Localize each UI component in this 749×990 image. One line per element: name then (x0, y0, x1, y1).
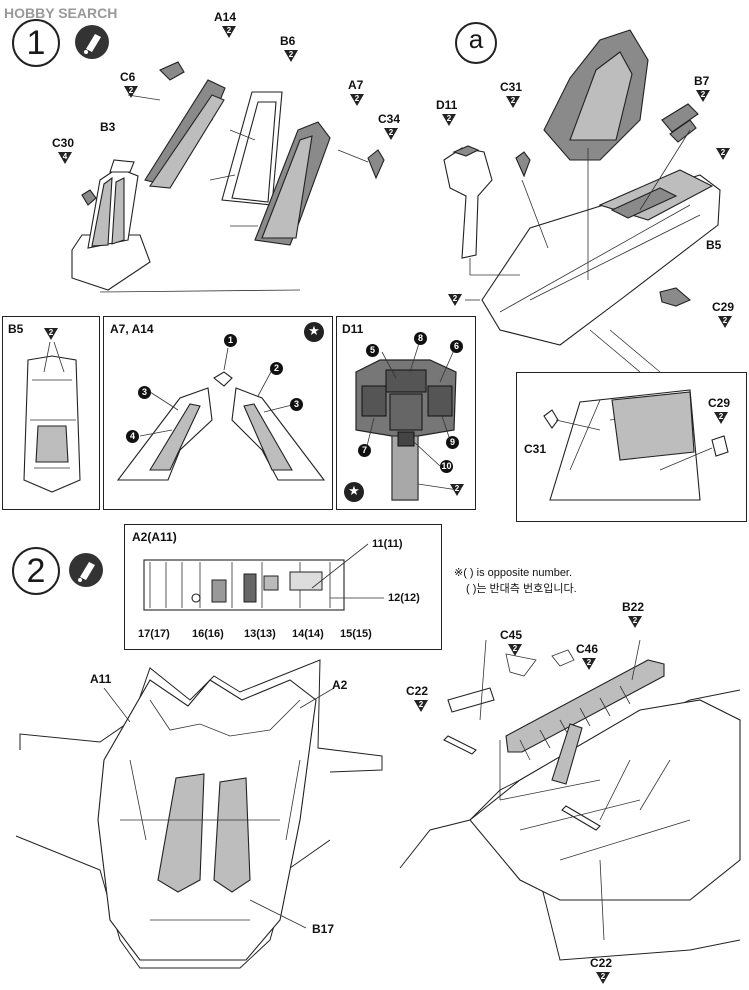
label-c34: C34 (378, 112, 401, 126)
opposite-number-note-ko: ( )는 반대측 번호입니다. (466, 583, 577, 595)
d11-panel-art (355, 339, 459, 501)
decal-panel-a7 (103, 316, 333, 510)
label-b17: B17 (312, 922, 335, 936)
sprue-tag-d11: 2 (442, 114, 456, 126)
decal-panel-b5 (2, 316, 100, 510)
label-c45: C45 (500, 628, 523, 642)
decal-number: 6 (450, 340, 463, 353)
decal-panel-b5-sprue-tag: 2 (44, 328, 58, 340)
sprue-tag-c34: 2 (384, 128, 398, 140)
decal-number: 7 (358, 444, 371, 457)
decal-number: 8 (414, 332, 427, 345)
label-c31: C31 (500, 80, 523, 94)
decal-callout: 16(16) (192, 628, 224, 640)
sprue-tag-c6: 2 (124, 86, 138, 98)
fuselage-right-view (399, 639, 741, 961)
sub-assembly-marker: a (455, 22, 497, 64)
sprue-tag-a14: 2 (222, 26, 236, 38)
decal-callout: 12(12) (388, 592, 420, 604)
decal-number: 3 (290, 398, 303, 411)
decal-number: 3 (138, 386, 151, 399)
decal-number: 5 (366, 344, 379, 357)
b5-panel-art (23, 341, 81, 493)
decal-panel-a2-title: A2(A11) (132, 530, 177, 544)
decal-panel-d11 (336, 316, 476, 510)
sprue-tag-c46: 2 (582, 658, 596, 670)
cement-bottle-icon (75, 25, 109, 59)
label-d11: D11 (436, 98, 458, 112)
decal-number: 10 (440, 460, 453, 473)
callout-sprue-tag-c29: 2 (714, 412, 728, 424)
label-a11: A11 (90, 672, 112, 686)
sprue-tag-c30: 4 (58, 152, 72, 164)
decal-number: 4 (126, 430, 139, 443)
callout-label-c31: C31 (524, 442, 547, 456)
decal-number: 9 (446, 436, 459, 449)
sprue-tag-tub: 2 (716, 148, 730, 160)
sprue-tag-c29: 2 (718, 316, 732, 328)
decal-callout: 14(14) (292, 628, 324, 640)
decal-callout: 17(17) (138, 628, 170, 640)
star-badge-icon: ★ (304, 322, 324, 342)
cement-bottle-icon (69, 553, 103, 587)
sprue-tag-c45: 2 (508, 644, 522, 656)
fuselage-left-view (15, 659, 383, 969)
star-badge-icon: ★ (344, 482, 364, 502)
a7-panel-art (116, 347, 326, 481)
label-b7: B7 (694, 74, 710, 88)
watermark-text: HOBBY SEARCH (4, 5, 118, 21)
decal-number: 1 (224, 334, 237, 347)
label-c22-bottom: C22 (590, 956, 613, 970)
decal-panel-d11-sprue-tag: 2 (450, 484, 464, 496)
label-b3: B3 (100, 120, 116, 134)
decal-panel-a2 (124, 524, 442, 650)
seat-assembly-left (71, 61, 385, 293)
decal-callout: 11(11) (372, 538, 403, 550)
step-2-number: 2 (12, 547, 60, 595)
a2-interior-art (143, 543, 384, 611)
decal-panel-b5-title: B5 (8, 322, 24, 336)
label-a2: A2 (332, 678, 348, 692)
decal-panel-a7-title: A7, A14 (110, 322, 154, 336)
sprue-tag-tub-bottom: 2 (448, 294, 462, 306)
label-c22-top: C22 (406, 684, 429, 698)
decal-callout: 13(13) (244, 628, 276, 640)
label-c46: C46 (576, 642, 599, 656)
step-1-number: 1 (12, 19, 60, 67)
label-c30: C30 (52, 136, 75, 150)
label-b22: B22 (622, 600, 645, 614)
cockpit-tub-right (443, 29, 721, 373)
callout-label-c29: C29 (708, 396, 731, 410)
label-a14: A14 (214, 10, 237, 24)
sprue-tag-b6: 2 (284, 50, 298, 62)
callout-panel (516, 372, 747, 522)
opposite-number-note: ※( ) is opposite number. (454, 567, 573, 579)
label-c29: C29 (712, 300, 735, 314)
label-b6: B6 (280, 34, 296, 48)
sprue-tag-b22: 2 (628, 616, 642, 628)
decal-panel-d11-title: D11 (342, 322, 364, 336)
sprue-tag-c22-bottom: 2 (596, 972, 610, 984)
label-a7: A7 (348, 78, 364, 92)
sprue-tag-b7: 2 (696, 90, 710, 102)
watermark-logo: HOBBY SEARCH (4, 5, 117, 21)
sprue-tag-a7: 2 (350, 94, 364, 106)
label-c6: C6 (120, 70, 136, 84)
decal-number: 2 (270, 362, 283, 375)
label-b5: B5 (706, 238, 722, 252)
sprue-tag-c31: 2 (506, 96, 520, 108)
decal-callout: 15(15) (340, 628, 372, 640)
sprue-tag-c22-top: 2 (414, 700, 428, 712)
callout-detail (543, 389, 729, 501)
